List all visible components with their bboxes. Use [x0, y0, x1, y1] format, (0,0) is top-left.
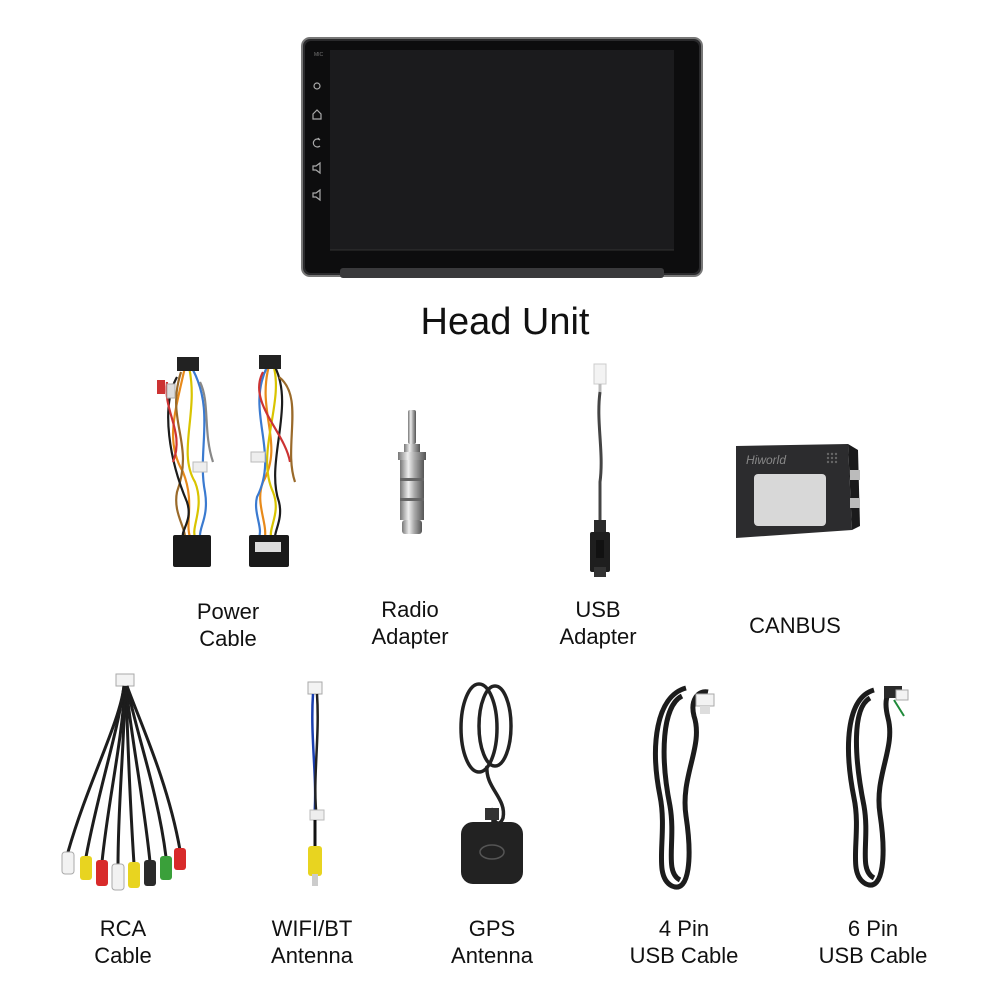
rca-cable-label: RCA Cable	[58, 915, 188, 969]
usb-adapter-label-line2: Adapter	[559, 624, 637, 649]
rca-cable-label-line1: RCA	[99, 916, 147, 941]
coiled-usb-cable-4pin-image	[653, 685, 715, 890]
wifi-bt-antenna-image	[307, 681, 325, 886]
6pin-usb-cable-label-line1: 6 Pin	[847, 916, 899, 941]
head-unit-title: Head Unit	[420, 301, 590, 343]
radio-adapter-label-line2: Adapter	[371, 624, 449, 649]
usb-adapter-label: USB Adapter	[533, 596, 663, 650]
radio-antenna-adapter-image	[398, 410, 426, 534]
canbus-label: CANBUS	[730, 612, 860, 639]
power-cable-harness-image	[157, 355, 297, 567]
head-unit-image: MIC	[301, 37, 703, 278]
rca-cable-image	[61, 673, 186, 891]
4pin-usb-cable-label-line2: USB Cable	[629, 943, 739, 968]
rca-cable-label-line2: Cable	[94, 943, 152, 968]
usb-adapter-cable-image	[590, 363, 610, 577]
gps-antenna-image	[459, 682, 523, 884]
4pin-usb-cable-label-line1: 4 Pin	[658, 916, 710, 941]
power-cable-label: Power Cable	[163, 598, 293, 652]
usb-adapter-label-line1: USB	[575, 597, 621, 622]
gps-antenna-label-line2: Antenna	[451, 943, 533, 968]
radio-adapter-label-line1: Radio	[381, 597, 439, 622]
wifi-bt-antenna-label-line1: WIFI/BT	[271, 916, 353, 941]
svg-text:MIC: MIC	[314, 52, 324, 58]
wifi-bt-antenna-label: WIFI/BT Antenna	[247, 915, 377, 969]
4pin-usb-cable-label: 4 Pin USB Cable	[604, 915, 764, 969]
canbus-brand-logo: Hiworld	[746, 453, 786, 467]
gps-antenna-label: GPS Antenna	[427, 915, 557, 969]
6pin-usb-cable-label: 6 Pin USB Cable	[793, 915, 953, 969]
power-cable-label-line2: Cable	[199, 626, 257, 651]
power-cable-label-line1: Power	[196, 599, 260, 624]
radio-adapter-label: Radio Adapter	[345, 596, 475, 650]
6pin-usb-cable-label-line2: USB Cable	[818, 943, 928, 968]
wifi-bt-antenna-label-line2: Antenna	[271, 943, 353, 968]
gps-antenna-label-line1: GPS	[468, 916, 516, 941]
coiled-usb-cable-6pin-image	[846, 686, 909, 888]
canbus-label-line1: CANBUS	[749, 613, 841, 638]
canbus-decoder-box-image: Hiworld	[736, 444, 860, 538]
